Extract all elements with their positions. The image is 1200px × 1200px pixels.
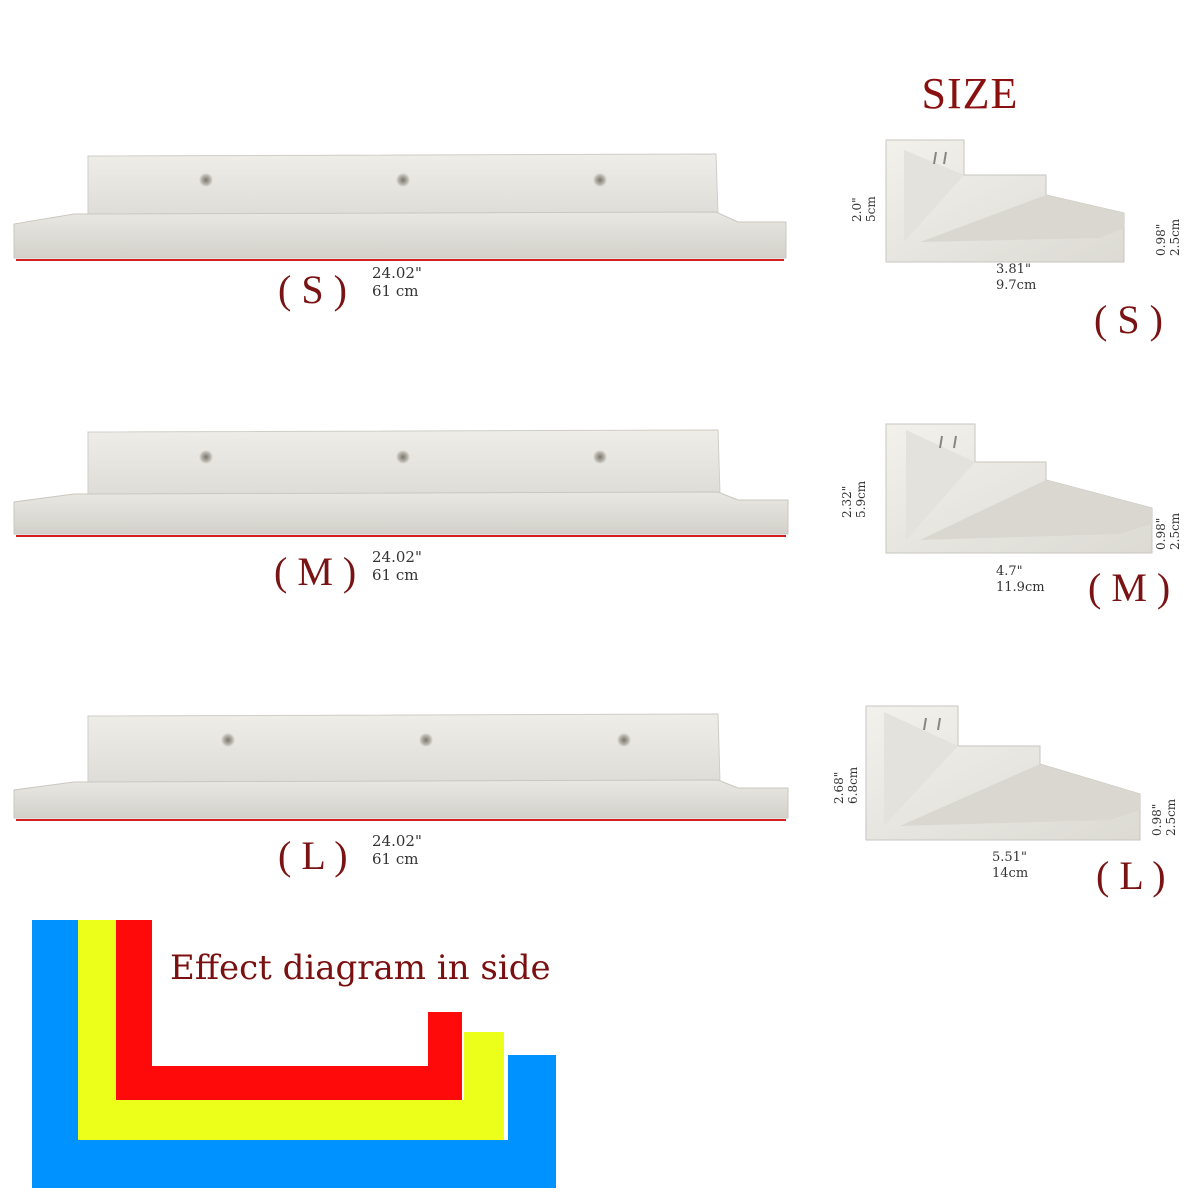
profile-height-label: 2.0" 5cm xyxy=(850,196,878,222)
profile-depth-label: 3.81" 9.7cm xyxy=(996,262,1036,294)
shelf-medium-front xyxy=(13,429,789,537)
shelf-size-label: ( S ) xyxy=(278,267,347,312)
profile-large-side xyxy=(865,705,1141,841)
height-inch: 2.32" xyxy=(840,485,854,518)
profile-lip-label: 0.98" 2.5cm xyxy=(1150,799,1178,836)
lip-inch: 0.98" xyxy=(1154,517,1168,550)
effect-diagram xyxy=(32,920,556,1188)
length-cm: 61 cm xyxy=(372,282,419,300)
mounting-hole-icon xyxy=(221,733,235,747)
length-cm: 61 cm xyxy=(372,850,419,868)
mounting-hole-icon xyxy=(617,733,631,747)
depth-cm: 14cm xyxy=(992,866,1029,881)
large-shelf-silhouette xyxy=(32,920,556,1188)
mounting-hole-icon xyxy=(199,450,213,464)
mounting-hole-icon xyxy=(593,450,607,464)
screw-slot-icon xyxy=(953,435,957,449)
shelf-length-label: 24.02" 61 cm xyxy=(372,548,422,584)
lip-inch: 0.98" xyxy=(1150,803,1164,836)
screw-slot-icon xyxy=(923,717,927,731)
shelf-size-label: ( M ) xyxy=(274,549,357,594)
mounting-hole-icon xyxy=(199,173,213,187)
mounting-hole-icon xyxy=(419,733,433,747)
profile-depth-label: 5.51" 14cm xyxy=(992,850,1028,882)
depth-inch: 3.81" xyxy=(996,262,1031,277)
height-inch: 2.0" xyxy=(850,197,864,222)
mounting-hole-icon xyxy=(396,450,410,464)
profile-lip-label: 0.98" 2.5cm xyxy=(1154,219,1182,256)
shelf-length-label: 24.02" 61 cm xyxy=(372,832,422,868)
profile-size-label: ( M ) xyxy=(1088,565,1171,610)
shelf-size-label: ( L ) xyxy=(278,833,348,878)
height-cm: 5.9cm xyxy=(854,480,868,518)
profile-size-label: ( S ) xyxy=(1094,297,1163,342)
medium-shelf-silhouette xyxy=(78,920,504,1140)
lip-cm: 2.5cm xyxy=(1168,512,1182,550)
lip-cm: 2.5cm xyxy=(1164,798,1178,836)
profile-medium-side xyxy=(885,423,1153,554)
length-cm: 61 cm xyxy=(372,566,419,584)
depth-cm: 11.9cm xyxy=(996,580,1045,595)
screw-slot-icon xyxy=(943,151,947,165)
profile-small-side xyxy=(885,139,1125,263)
shelf-length-label: 24.02" 61 cm xyxy=(372,264,422,300)
profile-depth-label: 4.7" 11.9cm xyxy=(996,564,1045,596)
height-cm: 5cm xyxy=(864,196,878,222)
mounting-hole-icon xyxy=(593,173,607,187)
size-title: SIZE xyxy=(921,69,1019,118)
profile-height-label: 2.32" 5.9cm xyxy=(840,481,868,518)
effect-diagram-title: Effect diagram in side xyxy=(170,948,551,988)
mounting-hole-icon xyxy=(396,173,410,187)
height-inch: 2.68" xyxy=(832,771,846,804)
profile-lip-label: 0.98" 2.5cm xyxy=(1154,513,1182,550)
lip-cm: 2.5cm xyxy=(1168,218,1182,256)
length-inch: 24.02" xyxy=(372,264,422,282)
shelf-small-front xyxy=(13,153,787,261)
small-shelf-silhouette xyxy=(116,920,462,1100)
screw-slot-icon xyxy=(933,151,937,165)
length-inch: 24.02" xyxy=(372,832,422,850)
profile-size-label: ( L ) xyxy=(1096,853,1166,898)
depth-cm: 9.7cm xyxy=(996,278,1037,293)
shelf-large-front xyxy=(13,713,789,821)
lip-inch: 0.98" xyxy=(1154,223,1168,256)
length-inch: 24.02" xyxy=(372,548,422,566)
screw-slot-icon xyxy=(939,435,943,449)
screw-slot-icon xyxy=(937,717,941,731)
depth-inch: 4.7" xyxy=(996,564,1023,579)
profile-height-label: 2.68" 6.8cm xyxy=(832,767,860,804)
height-cm: 6.8cm xyxy=(846,766,860,804)
depth-inch: 5.51" xyxy=(992,850,1027,865)
